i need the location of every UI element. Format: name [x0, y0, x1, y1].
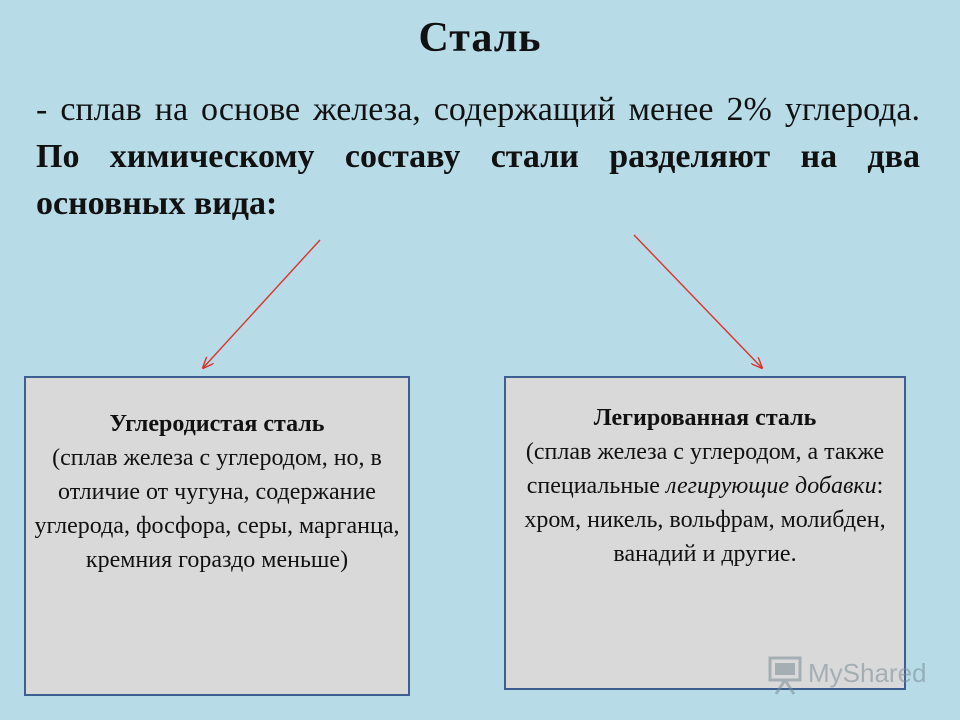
intro-classification: По химическому составу стали разделяют н…	[36, 138, 920, 222]
projector-screen-icon	[768, 656, 802, 695]
arrow-right	[633, 234, 762, 368]
alloy-steel-box: Легированная сталь (сплав железа с углер…	[504, 376, 906, 690]
watermark: MyShared	[766, 652, 927, 696]
carbon-steel-heading: Углеродистая сталь	[109, 411, 325, 437]
arrow-left	[203, 239, 321, 368]
carbon-steel-description: (сплав железа с углеродом, но, в отличие…	[34, 445, 400, 573]
watermark-text: MyShared	[808, 658, 927, 688]
intro-paragraph: - сплав на основе железа, содержащий мен…	[36, 86, 920, 227]
carbon-steel-box: Углеродистая сталь (сплав железа с углер…	[24, 376, 410, 696]
alloy-steel-text-end: : хром, никель, вольфрам, молибден, вана…	[524, 473, 886, 567]
slide-title: Сталь	[418, 15, 542, 61]
alloy-additives-italic: легирующие добавки	[665, 473, 877, 499]
alloy-steel-text-start: (сплав железа с углеродом, а также специ…	[525, 439, 885, 499]
alloy-steel-description: (сплав железа с углеродом, а также специ…	[506, 435, 904, 571]
intro-definition: - сплав на основе железа, содержащий мен…	[36, 91, 920, 128]
alloy-steel-heading: Легированная сталь	[593, 405, 817, 431]
